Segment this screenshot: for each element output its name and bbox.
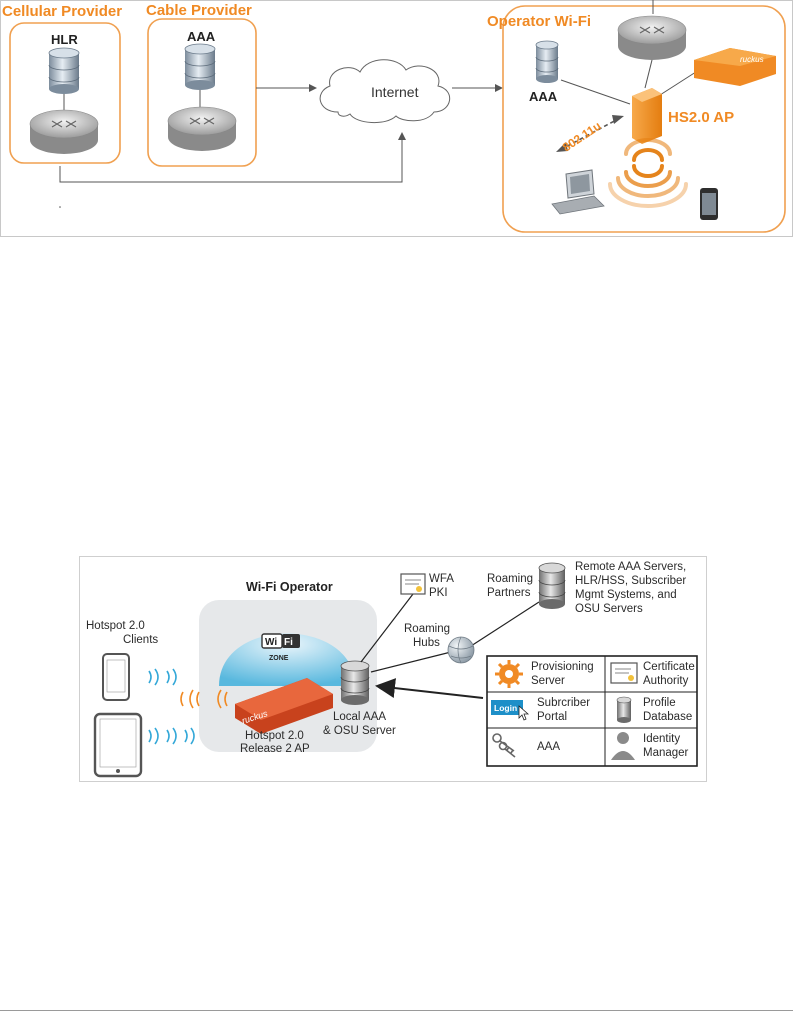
roaming-hubs-label-line2: Hubs bbox=[413, 637, 440, 649]
ap-label-line1: Hotspot 2.0 bbox=[245, 730, 304, 742]
ap-wifi-signal-icon bbox=[180, 689, 228, 709]
wifi-logo-fi: Fi bbox=[284, 637, 293, 648]
roaming-partners-label-line1: Roaming bbox=[487, 573, 533, 585]
aaa-operator-label: AAA bbox=[529, 89, 558, 104]
local-aaa-server-icon bbox=[340, 660, 370, 705]
figure-1-network-diagram: Cellular Provider HLR Cable Provider AAA bbox=[0, 0, 793, 237]
wifi-logo-wi: Wi bbox=[265, 637, 277, 648]
login-text: Login bbox=[494, 703, 517, 713]
laptop-icon bbox=[551, 169, 605, 215]
wifi-zone-text: ZONE bbox=[269, 655, 289, 662]
cellular-router-icon bbox=[29, 109, 99, 154]
provisioning-gear-icon bbox=[495, 660, 523, 688]
login-button-icon: Login bbox=[491, 700, 530, 721]
remote-servers-label-line3: Mgmt Systems, and bbox=[575, 589, 677, 601]
phone-wifi-signal-icon bbox=[148, 668, 177, 686]
smartphone-icon bbox=[102, 653, 130, 701]
ruckus-controller-icon: ruckus bbox=[694, 48, 776, 86]
certificate-authority-icon bbox=[610, 662, 638, 684]
link-802-11u-arrow bbox=[559, 117, 621, 151]
cellular-provider-label: Cellular Provider bbox=[2, 3, 122, 20]
hs20-ap-label: HS2.0 AP bbox=[668, 109, 734, 126]
profile-database-label-line2: Database bbox=[643, 711, 692, 723]
hlr-label: HLR bbox=[51, 32, 78, 47]
osu-legend-table: Provisioning Server Certificate Authorit… bbox=[486, 655, 698, 767]
figure-2-hotspot-diagram: Wi-Fi Operator Wi Fi ZONE ruckus Hotspot… bbox=[79, 556, 707, 782]
operator-aaa-database-icon bbox=[535, 40, 559, 83]
cellular-to-internet-arrow bbox=[59, 132, 406, 183]
local-aaa-label-line1: Local AAA bbox=[333, 711, 386, 723]
pki-label: PKI bbox=[429, 587, 448, 599]
cable-provider-label: Cable Provider bbox=[146, 2, 252, 19]
clients-label-line1: Hotspot 2.0 bbox=[86, 620, 145, 632]
phone-icon bbox=[700, 188, 718, 220]
wifi-zone-logo: Wi Fi ZONE bbox=[219, 633, 355, 686]
wfa-certificate-icon bbox=[400, 573, 426, 595]
tablet-wifi-signal-icon bbox=[148, 727, 195, 745]
aaa-keys-icon bbox=[492, 733, 516, 758]
internet-cloud-icon bbox=[319, 59, 450, 123]
roaming-partners-label-line2: Partners bbox=[487, 587, 531, 599]
wifi-signal-icon bbox=[608, 138, 688, 208]
cable-router-icon bbox=[167, 106, 237, 151]
subscriber-portal-label-line1: Subrcriber bbox=[537, 697, 590, 709]
aaa-cable-label: AAA bbox=[187, 29, 216, 44]
wifi-operator-label: Wi-Fi Operator bbox=[246, 580, 333, 594]
cable-provider-group: Cable Provider AAA bbox=[146, 2, 257, 167]
remote-servers-label-line1: Remote AAA Servers, bbox=[575, 561, 686, 573]
wfa-label: WFA bbox=[429, 573, 454, 585]
profile-database-icon bbox=[616, 696, 632, 723]
cellular-provider-group: Cellular Provider HLR bbox=[2, 3, 122, 164]
remote-servers-label-line4: OSU Servers bbox=[575, 603, 643, 615]
operator-router-icon bbox=[617, 15, 687, 60]
provisioning-label-line2: Server bbox=[531, 675, 565, 687]
aaa-legend-label: AAA bbox=[537, 741, 560, 753]
hs20-ap-icon bbox=[632, 88, 662, 144]
roaming-hubs-globe-icon bbox=[447, 636, 475, 664]
ruckus-controller-logo: ruckus bbox=[740, 55, 764, 64]
ruckus-ap-icon: ruckus bbox=[235, 678, 333, 734]
hlr-database-icon bbox=[48, 47, 80, 94]
local-aaa-label-line2: & OSU Server bbox=[323, 725, 396, 737]
tablet-icon bbox=[93, 712, 143, 778]
identity-manager-person-icon bbox=[611, 732, 635, 760]
page-footer-rule bbox=[0, 1010, 793, 1011]
clients-label-line2: Clients bbox=[123, 634, 158, 646]
legend-to-local-aaa-arrow bbox=[375, 678, 484, 699]
identity-manager-label-line2: Manager bbox=[643, 747, 689, 759]
roaming-partners-server-icon bbox=[538, 562, 566, 609]
provisioning-label-line1: Provisioning bbox=[531, 661, 594, 673]
cert-authority-label-line2: Authority bbox=[643, 675, 689, 687]
roaming-hubs-label-line1: Roaming bbox=[404, 623, 450, 635]
ap-label-line2: Release 2 AP bbox=[240, 743, 310, 755]
internet-label: Internet bbox=[371, 84, 419, 100]
operator-wifi-group: Operator Wi-Fi AAA ruckus bbox=[487, 0, 786, 233]
profile-database-label-line1: Profile bbox=[643, 697, 676, 709]
subscriber-portal-label-line2: Portal bbox=[537, 711, 567, 723]
remote-servers-label-line2: HLR/HSS, Subscriber bbox=[575, 575, 686, 587]
cable-aaa-database-icon bbox=[184, 43, 216, 90]
cert-authority-label-line1: Certificate bbox=[643, 661, 695, 673]
identity-manager-label-line1: Identity bbox=[643, 733, 680, 745]
operator-wifi-label: Operator Wi-Fi bbox=[487, 13, 591, 30]
